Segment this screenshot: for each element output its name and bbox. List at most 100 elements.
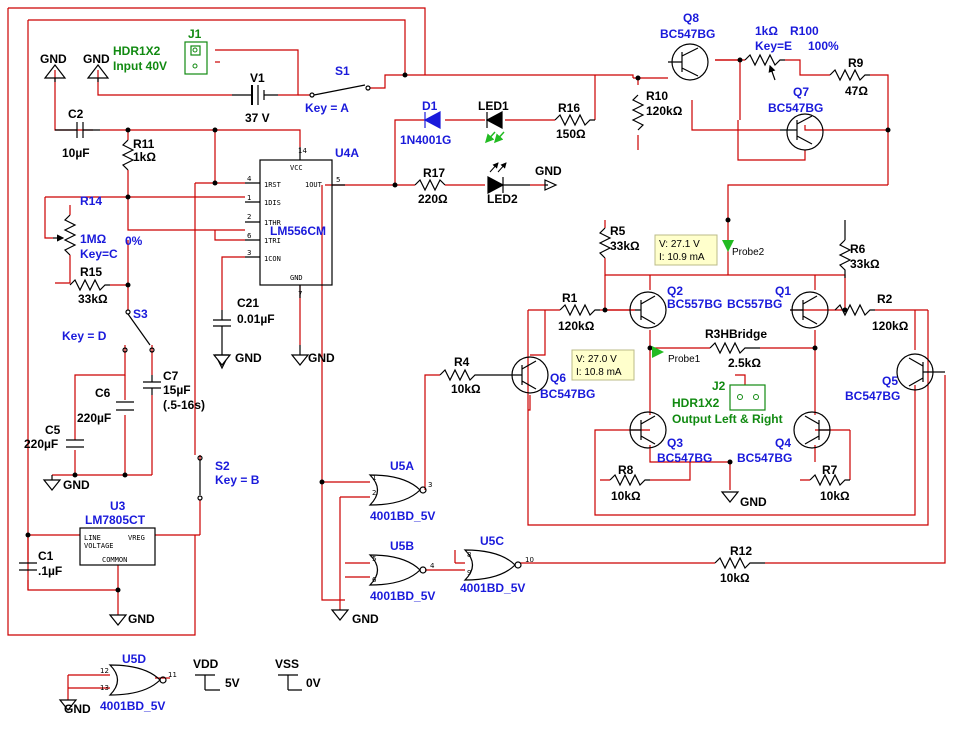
q1-transistor[interactable]: Q1 BC557BG [727, 284, 829, 329]
j1-header[interactable]: J1 HDR1X2 Input 40V [113, 27, 208, 75]
q4-transistor[interactable]: Q4 BC547BG [737, 411, 831, 465]
svg-text:Key = B: Key = B [215, 473, 260, 487]
svg-text:VCC: VCC [290, 164, 303, 172]
svg-text:Q1: Q1 [775, 284, 791, 298]
c7-capacitor[interactable]: C7 15µF (.5-16s) [143, 369, 205, 412]
c21-capacitor[interactable]: C21 0.01µF [213, 296, 275, 348]
svg-text:V: 27.1 V: V: 27.1 V [659, 239, 700, 250]
gnd-symbol: GND [108, 612, 155, 626]
svg-text:R14: R14 [80, 194, 102, 208]
q3-transistor[interactable]: Q3 BC547BG [629, 411, 712, 465]
svg-text:1DIS: 1DIS [264, 199, 281, 207]
vdd-symbol: VDD 5V [193, 657, 240, 691]
svg-text:J2: J2 [712, 379, 726, 393]
svg-text:C7: C7 [163, 369, 179, 383]
gnd-symbol: GND [290, 345, 335, 366]
q7-transistor[interactable]: Q7 BC547BG [768, 85, 824, 151]
q2-transistor[interactable]: Q2 BC557BG [629, 284, 722, 329]
r3-hbridge-resistor[interactable]: R3HBridge 2.5kΩ [705, 327, 767, 370]
svg-text:GND: GND [64, 702, 91, 716]
svg-text:.1µF: .1µF [38, 564, 62, 578]
r14-potentiometer[interactable]: R14 1MΩ Key=C 0% [53, 194, 143, 261]
svg-text:Output Left & Right: Output Left & Right [672, 412, 783, 426]
svg-text:BC547BG: BC547BG [540, 387, 595, 401]
svg-text:LINE: LINE [84, 534, 101, 542]
r9-resistor[interactable]: R9 47Ω [829, 56, 870, 98]
svg-text:1N4001G: 1N4001G [400, 133, 451, 147]
u5a-nor-gate[interactable]: 123 U5A 4001BD_5V [368, 459, 435, 523]
svg-text:V1: V1 [250, 71, 265, 85]
svg-text:7: 7 [298, 290, 302, 298]
svg-text:U5B: U5B [390, 539, 414, 553]
s3-switch[interactable]: S3 Key = D [62, 307, 155, 353]
q6-transistor[interactable]: Q6 BC547BG [480, 356, 595, 401]
svg-text:12: 12 [100, 667, 109, 675]
svg-text:Q8: Q8 [683, 11, 699, 25]
j2-header[interactable]: J2 HDR1X2 Output Left & Right [672, 379, 783, 426]
d1-diode[interactable]: D1 1N4001G [400, 99, 451, 147]
q8-transistor[interactable]: Q8 BC547BG [660, 11, 715, 81]
svg-text:10kΩ: 10kΩ [451, 382, 481, 396]
gnd-symbol: GND [330, 609, 379, 626]
svg-text:R5: R5 [610, 224, 626, 238]
led1-light[interactable]: LED1 [478, 99, 509, 144]
gnd-symbol: GND [212, 348, 262, 370]
r12-resistor[interactable]: R12 10kΩ [714, 544, 765, 585]
r10-resistor[interactable]: R10 120kΩ [631, 89, 683, 131]
svg-text:Q4: Q4 [775, 436, 791, 450]
r8-resistor[interactable]: R8 10kΩ [609, 463, 650, 503]
c1-capacitor[interactable]: C1 .1µF [19, 549, 62, 578]
svg-text:Q5: Q5 [882, 374, 898, 388]
c5-capacitor[interactable]: C5 220µF [24, 423, 84, 451]
svg-text:220µF: 220µF [77, 411, 111, 425]
u5b-nor-gate[interactable]: 564 U5B 4001BD_5V [368, 539, 435, 603]
c2-capacitor[interactable]: C2 10µF [55, 107, 100, 160]
svg-text:37 V: 37 V [245, 111, 270, 125]
r4-resistor[interactable]: R4 10kΩ [439, 355, 481, 396]
svg-text:4: 4 [430, 562, 435, 570]
r17-resistor[interactable]: R17 220Ω [414, 166, 448, 206]
r15-resistor[interactable]: R15 33kΩ [69, 265, 110, 306]
svg-text:R3HBridge: R3HBridge [705, 327, 767, 341]
probe2-readout[interactable]: V: 27.1 V I: 10.9 mA Probe2 [654, 234, 765, 266]
r7-resistor[interactable]: R7 10kΩ [809, 463, 850, 503]
r6-resistor[interactable]: R6 33kΩ [838, 220, 880, 278]
probe1-readout[interactable]: V: 27.0 V I: 10.8 mA Probe1 [571, 346, 701, 381]
v1-battery[interactable]: V1 37 V [232, 71, 278, 125]
svg-text:GND: GND [63, 478, 90, 492]
r11-resistor[interactable]: R11 1kΩ [121, 137, 156, 171]
svg-text:10kΩ: 10kΩ [611, 489, 641, 503]
svg-text:220Ω: 220Ω [418, 192, 448, 206]
led2-light[interactable]: LED2 [487, 162, 530, 206]
svg-text:R2: R2 [877, 292, 893, 306]
gnd-symbol: GND [42, 475, 90, 492]
q5-transistor[interactable]: Q5 BC547BG [845, 353, 945, 403]
r1-resistor[interactable]: R1 120kΩ [558, 291, 600, 333]
r5-resistor[interactable]: R5 33kΩ [598, 224, 640, 259]
svg-text:R16: R16 [558, 101, 580, 115]
svg-text:4001BD_5V: 4001BD_5V [100, 699, 165, 713]
svg-text:V: 27.0 V: V: 27.0 V [576, 354, 617, 365]
u3-regulator-ic[interactable]: LINE VOLTAGE VREG COMMON U3 LM7805CT [79, 499, 156, 566]
svg-text:LM7805CT: LM7805CT [85, 513, 146, 527]
svg-text:C2: C2 [68, 107, 84, 121]
r2-resistor[interactable]: R2 120kΩ [834, 292, 909, 333]
svg-text:U5C: U5C [480, 534, 504, 548]
svg-text:1OUT: 1OUT [305, 181, 323, 189]
gnd-symbol: GND [83, 52, 110, 82]
svg-text:1MΩ: 1MΩ [80, 232, 107, 246]
r16-resistor[interactable]: R16 150Ω [554, 101, 595, 141]
c6-capacitor[interactable]: C6 220µF [77, 386, 134, 425]
svg-text:VREG: VREG [128, 534, 145, 542]
svg-text:LM556CM: LM556CM [270, 224, 326, 238]
u4a-timer-ic[interactable]: VCC 1RST 1DIS 1THR 1TRI 1CON 1OUT GND 14… [245, 146, 359, 298]
svg-text:GND: GND [352, 612, 379, 626]
svg-text:10kΩ: 10kΩ [720, 571, 750, 585]
s1-switch[interactable]: S1 Key = A [305, 64, 371, 115]
r100-potentiometer[interactable]: 1kΩ R100 Key=E 100% [744, 24, 839, 81]
s2-switch[interactable]: S2 Key = B [197, 455, 260, 501]
svg-text:9: 9 [467, 569, 471, 577]
gnd-symbol: GND [535, 164, 562, 191]
